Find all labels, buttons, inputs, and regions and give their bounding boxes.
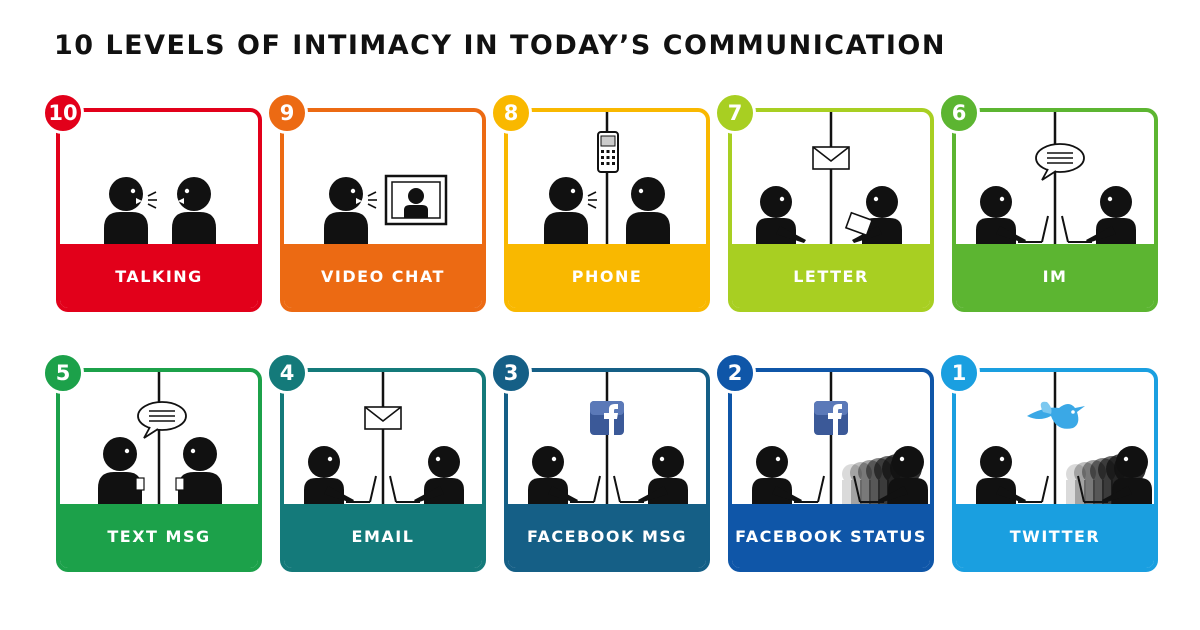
- level-card: EMAIL: [280, 368, 486, 572]
- level-label-band: IM: [956, 244, 1154, 308]
- mobile-phone-icon: [597, 131, 619, 173]
- level-illustration: [976, 372, 1152, 504]
- chat-bubble-icon: [137, 401, 187, 439]
- level-number-badge: 8: [490, 92, 532, 134]
- envelope-icon: [812, 146, 850, 170]
- level-illustration: [544, 112, 670, 244]
- level-illustration: [756, 112, 902, 244]
- level-card: TEXT MSG: [56, 368, 262, 572]
- level-number-badge: 7: [714, 92, 756, 134]
- level-number-badge: 10: [42, 92, 84, 134]
- level-label: LETTER: [793, 266, 869, 286]
- level-card: PHONE: [504, 108, 710, 312]
- level-illustration: [324, 174, 448, 244]
- level-number-badge: 6: [938, 92, 980, 134]
- level-number-badge: 4: [266, 352, 308, 394]
- level-number-badge: 5: [42, 352, 84, 394]
- level-label: TALKING: [115, 266, 203, 286]
- level-card: VIDEO CHAT: [280, 108, 486, 312]
- level-label: TEXT MSG: [107, 526, 211, 546]
- level-label-band: FACEBOOK STATUS: [732, 504, 930, 568]
- level-label: FACEBOOK MSG: [526, 526, 688, 546]
- level-number-badge: 9: [266, 92, 308, 134]
- facebook-icon: [814, 401, 848, 435]
- level-card: TALKING: [56, 108, 262, 312]
- level-illustration: [304, 372, 464, 504]
- level-label-band: EMAIL: [284, 504, 482, 568]
- level-illustration: [976, 112, 1136, 244]
- chat-bubble-icon: [1035, 143, 1085, 181]
- level-card: LETTER: [728, 108, 934, 312]
- level-label-band: LETTER: [732, 244, 930, 308]
- level-illustration: [752, 372, 928, 504]
- level-label-band: FACEBOOK MSG: [508, 504, 706, 568]
- level-label: PHONE: [571, 266, 643, 286]
- level-number-badge: 2: [714, 352, 756, 394]
- level-card: TWITTER: [952, 368, 1158, 572]
- level-number: 1: [951, 361, 967, 385]
- level-label: VIDEO CHAT: [321, 266, 445, 286]
- level-number: 2: [727, 361, 743, 385]
- level-card: FACEBOOK MSG: [504, 368, 710, 572]
- level-label: EMAIL: [351, 526, 415, 546]
- level-label-band: VIDEO CHAT: [284, 244, 482, 308]
- twitter-bird-icon: [1027, 401, 1085, 429]
- level-illustration: [98, 372, 222, 504]
- level-card: FACEBOOK STATUS: [728, 368, 934, 572]
- level-label: IM: [1042, 266, 1068, 286]
- level-card: IM: [952, 108, 1158, 312]
- level-number: 3: [503, 361, 519, 385]
- page-title: 10 LEVELS OF INTIMACY IN TODAY’S COMMUNI…: [54, 30, 946, 61]
- level-number-badge: 1: [938, 352, 980, 394]
- level-number-badge: 3: [490, 352, 532, 394]
- level-label-band: TWITTER: [956, 504, 1154, 568]
- level-number: 9: [279, 101, 295, 125]
- level-label-band: PHONE: [508, 244, 706, 308]
- level-label-band: TEXT MSG: [60, 504, 258, 568]
- level-illustration: [104, 177, 216, 244]
- level-number: 5: [55, 361, 71, 385]
- level-label-band: TALKING: [60, 244, 258, 308]
- level-number: 4: [279, 361, 295, 385]
- level-illustration: [528, 372, 688, 504]
- video-screen-icon: [384, 174, 448, 226]
- level-number: 6: [951, 101, 967, 125]
- facebook-icon: [590, 401, 624, 435]
- level-number: 8: [503, 101, 519, 125]
- envelope-icon: [364, 406, 402, 430]
- level-label: FACEBOOK STATUS: [735, 526, 927, 546]
- level-number: 10: [48, 101, 78, 125]
- level-label: TWITTER: [1009, 526, 1101, 546]
- level-number: 7: [727, 101, 743, 125]
